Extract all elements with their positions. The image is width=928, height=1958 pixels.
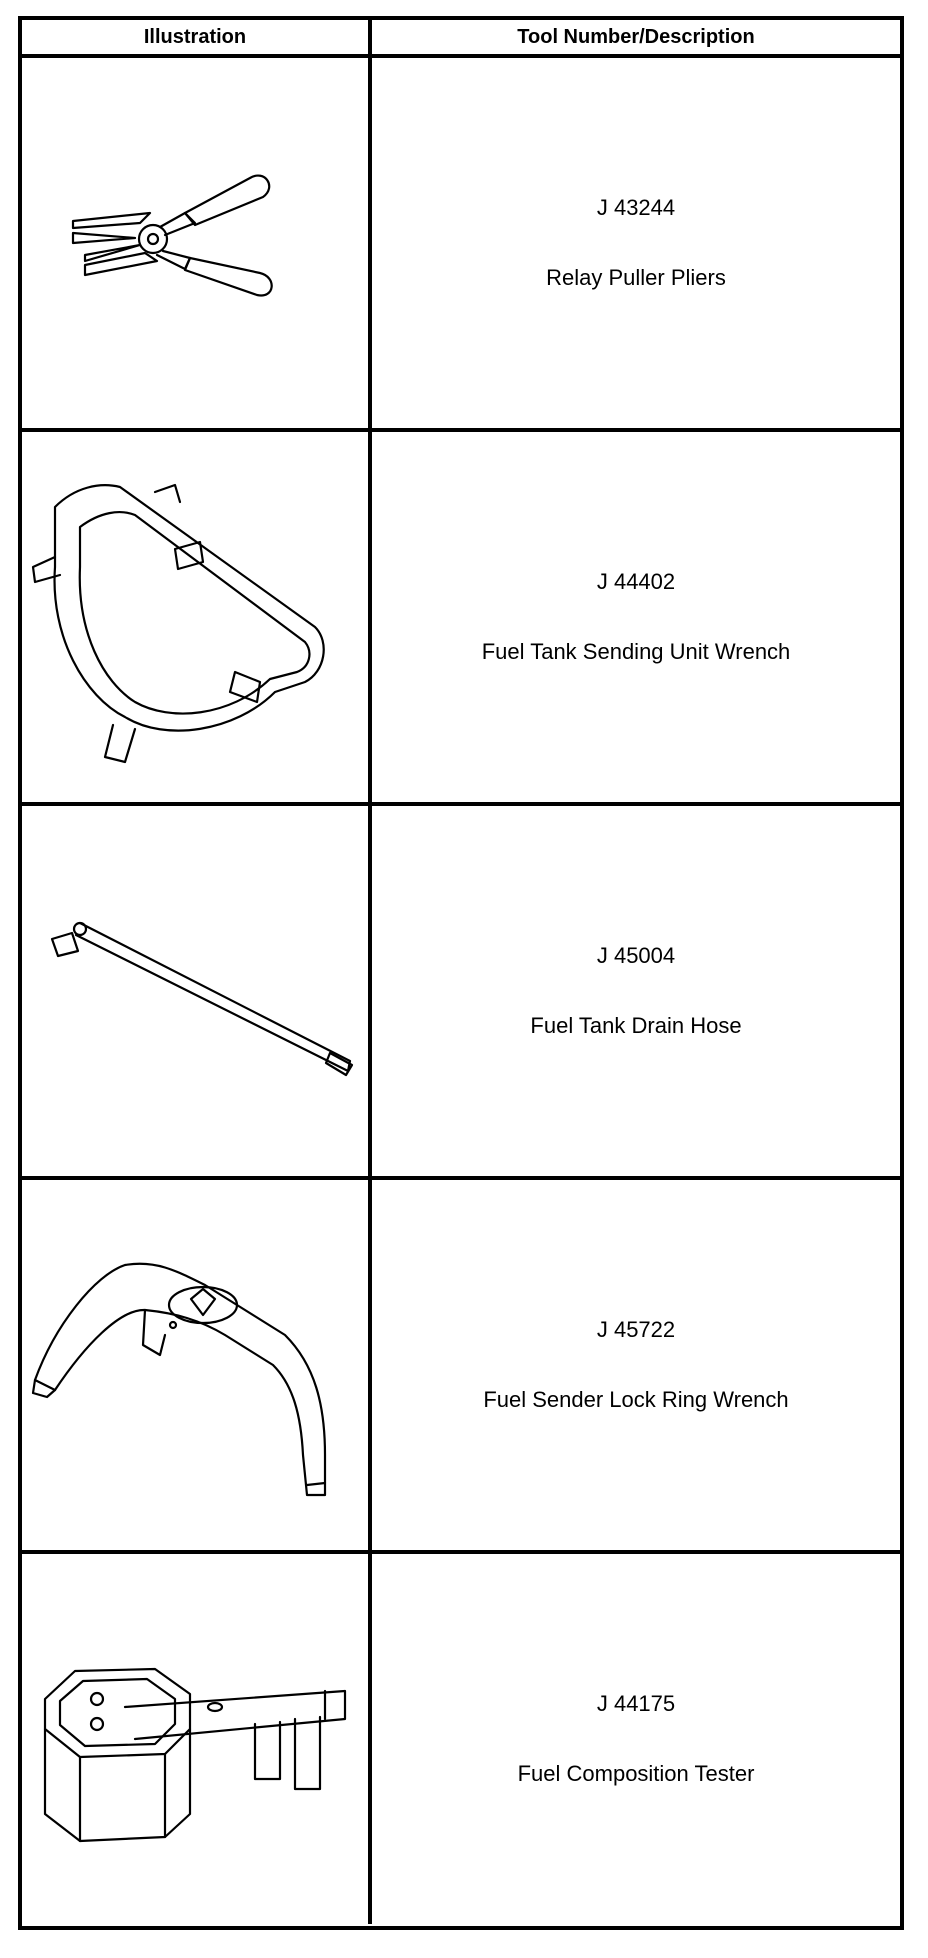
tool-number: J 45722	[596, 1317, 676, 1342]
tool-number: J 44175	[596, 1691, 676, 1716]
tool-cell: J 45722 Fuel Sender Lock Ring Wrench	[372, 1180, 900, 1550]
illustration-cell	[22, 1554, 372, 1924]
table-row: J 44402 Fuel Tank Sending Unit Wrench	[22, 432, 900, 806]
header-illustration: Illustration	[22, 20, 372, 54]
sending-unit-wrench-icon	[31, 483, 325, 764]
illustration-cell	[22, 432, 372, 802]
tool-cell: J 44402 Fuel Tank Sending Unit Wrench	[372, 432, 900, 802]
table-row: J 44175 Fuel Composition Tester	[22, 1554, 900, 1924]
table-row: J 45004 Fuel Tank Drain Hose	[22, 806, 900, 1180]
tool-description: Relay Puller Pliers	[546, 265, 726, 290]
tool-cell: J 44175 Fuel Composition Tester	[372, 1554, 900, 1924]
tool-description: Fuel Tank Sending Unit Wrench	[481, 639, 791, 664]
illustration-cell	[22, 1180, 372, 1550]
lock-ring-wrench-icon	[31, 1262, 327, 1497]
tool-cell: J 43244 Relay Puller Pliers	[372, 58, 900, 428]
tool-description: Fuel Sender Lock Ring Wrench	[483, 1387, 789, 1412]
tool-number: J 43244	[596, 195, 676, 220]
illustration-cell	[22, 58, 372, 428]
composition-tester-icon	[43, 1667, 347, 1843]
drain-hose-icon	[50, 921, 354, 1077]
illustration-cell	[22, 806, 372, 1176]
relay-puller-pliers-icon	[71, 174, 273, 297]
tool-number: J 45004	[596, 943, 676, 968]
tool-cell: J 45004 Fuel Tank Drain Hose	[372, 806, 900, 1176]
tool-number: J 44402	[596, 569, 676, 594]
header-tool-description: Tool Number/Description	[517, 25, 755, 48]
table-row: J 43244 Relay Puller Pliers	[22, 58, 900, 432]
table-row: J 45722 Fuel Sender Lock Ring Wrench	[22, 1180, 900, 1554]
table-header-row: Illustration Tool Number/Description	[22, 20, 900, 58]
tool-description: Fuel Composition Tester	[517, 1761, 755, 1786]
tools-table: Illustration Tool Number/Description J 4…	[18, 16, 904, 1930]
tool-description: Fuel Tank Drain Hose	[530, 1013, 742, 1038]
